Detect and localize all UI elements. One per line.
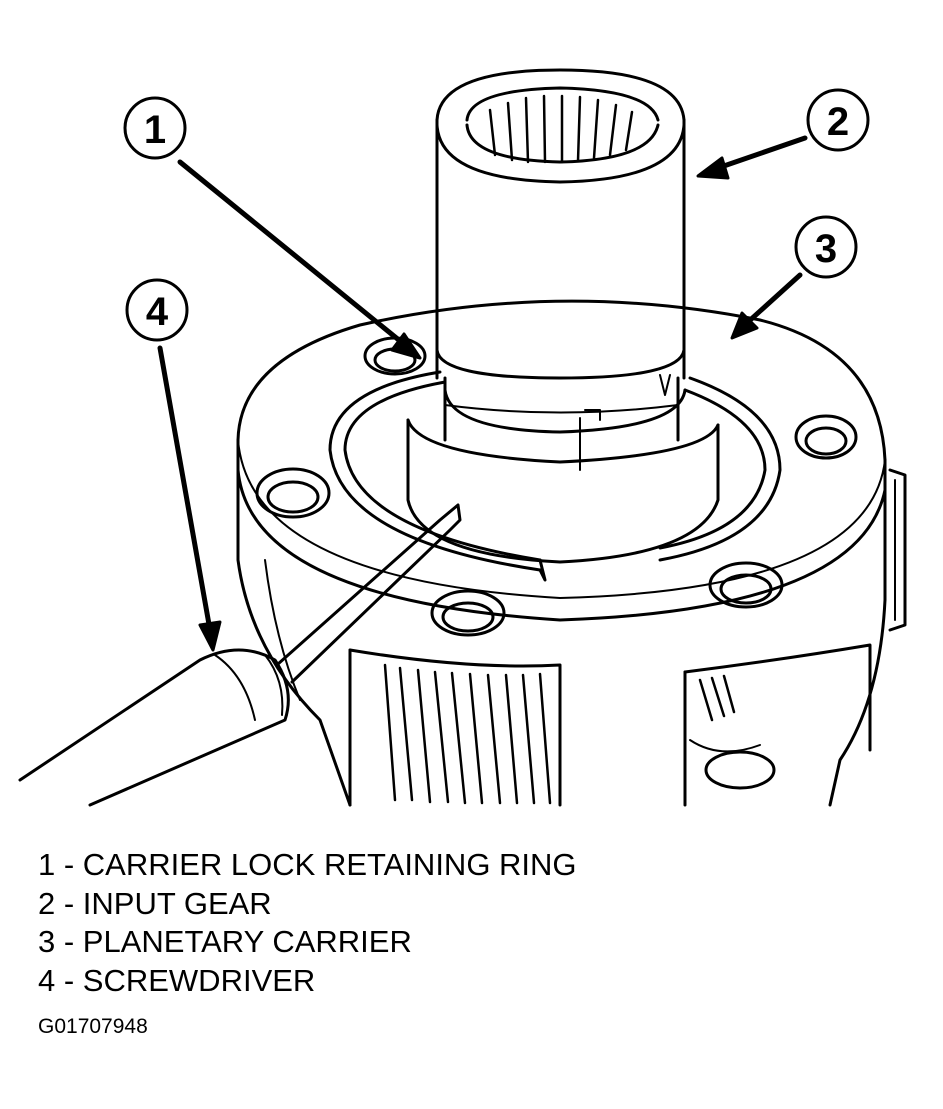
legend-item-4: 4 - SCREWDRIVER — [38, 962, 316, 998]
legend-item-3: 3 - PLANETARY CARRIER — [38, 924, 412, 959]
carrier-flange — [236, 299, 907, 637]
svg-text:1: 1 — [144, 108, 166, 152]
planet-gear-teeth — [383, 663, 736, 805]
input-gear-splines — [488, 94, 634, 164]
legend-item-1: 1 - CARRIER LOCK RETAINING RING — [38, 847, 577, 882]
legend-item-2: 2 - INPUT GEAR — [38, 885, 272, 921]
carrier-hub — [406, 388, 720, 564]
planetary-carrier — [236, 438, 887, 807]
callout-4: 4 — [125, 278, 189, 342]
leader-arrows — [157, 135, 808, 652]
callout-3: 3 — [794, 215, 858, 279]
figure-id: G01707948 — [38, 1015, 148, 1038]
technical-illustration: 1 2 3 4 — [18, 68, 907, 807]
screwdriver — [18, 503, 462, 807]
legend: 1 - CARRIER LOCK RETAINING RING 2 - INPU… — [38, 846, 577, 1000]
input-gear — [435, 68, 686, 471]
carrier-lock-retaining-ring — [328, 370, 782, 582]
callout-2: 2 — [806, 88, 870, 152]
svg-text:3: 3 — [815, 227, 837, 271]
svg-text:4: 4 — [146, 290, 169, 334]
svg-text:2: 2 — [827, 100, 849, 144]
callout-1: 1 — [123, 96, 187, 160]
